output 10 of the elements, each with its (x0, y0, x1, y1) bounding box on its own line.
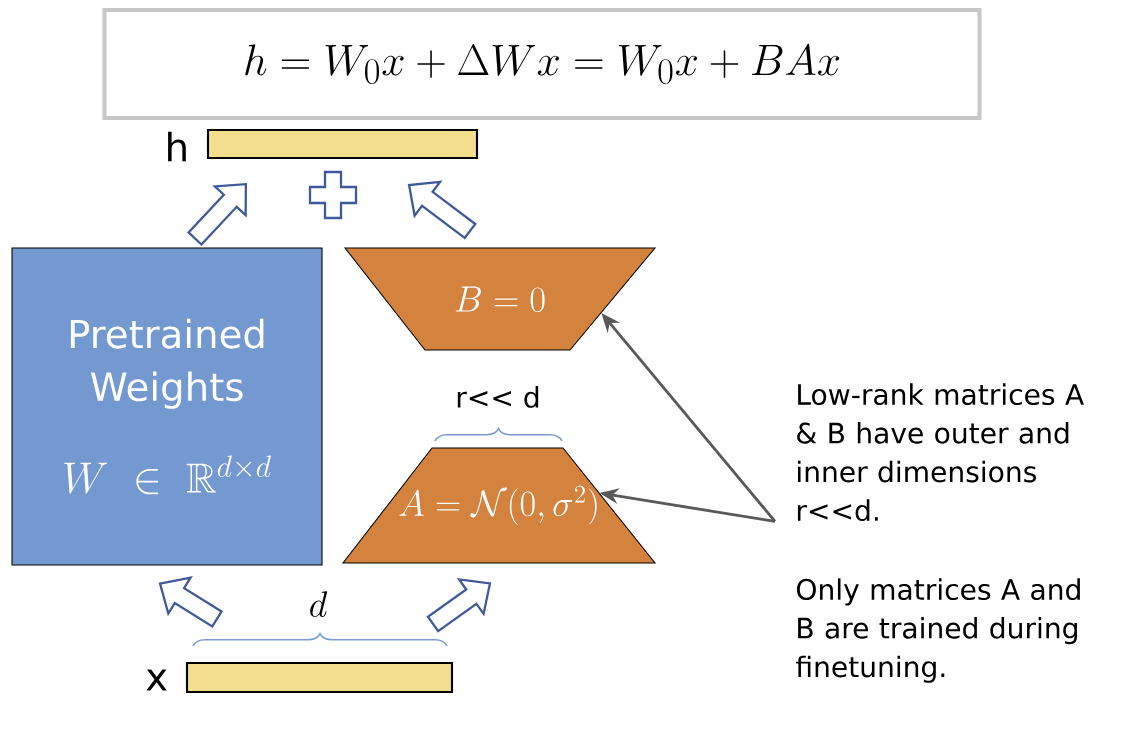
block-arrow (407, 180, 477, 240)
weight-matrix-box: Pretrained Weights $W \in \mathbb{R}^{d\times d}$ (11, 247, 323, 566)
dimension-label: $d$ (310, 591, 328, 617)
note-text: Only matrices A and B are trained during finetuning. (796, 578, 1080, 683)
annotation-text: Low-rank matrices A & B have outer and inner dimensions r<<d. (797, 383, 1084, 522)
vector-label: h (168, 131, 186, 162)
vector-label: x (146, 669, 167, 691)
block-arrow (426, 578, 492, 633)
dimension-label: r<< d (457, 386, 539, 408)
formula-box: $h = W_0x + \Delta W x = W_0x + BAx$ (102, 7, 982, 120)
